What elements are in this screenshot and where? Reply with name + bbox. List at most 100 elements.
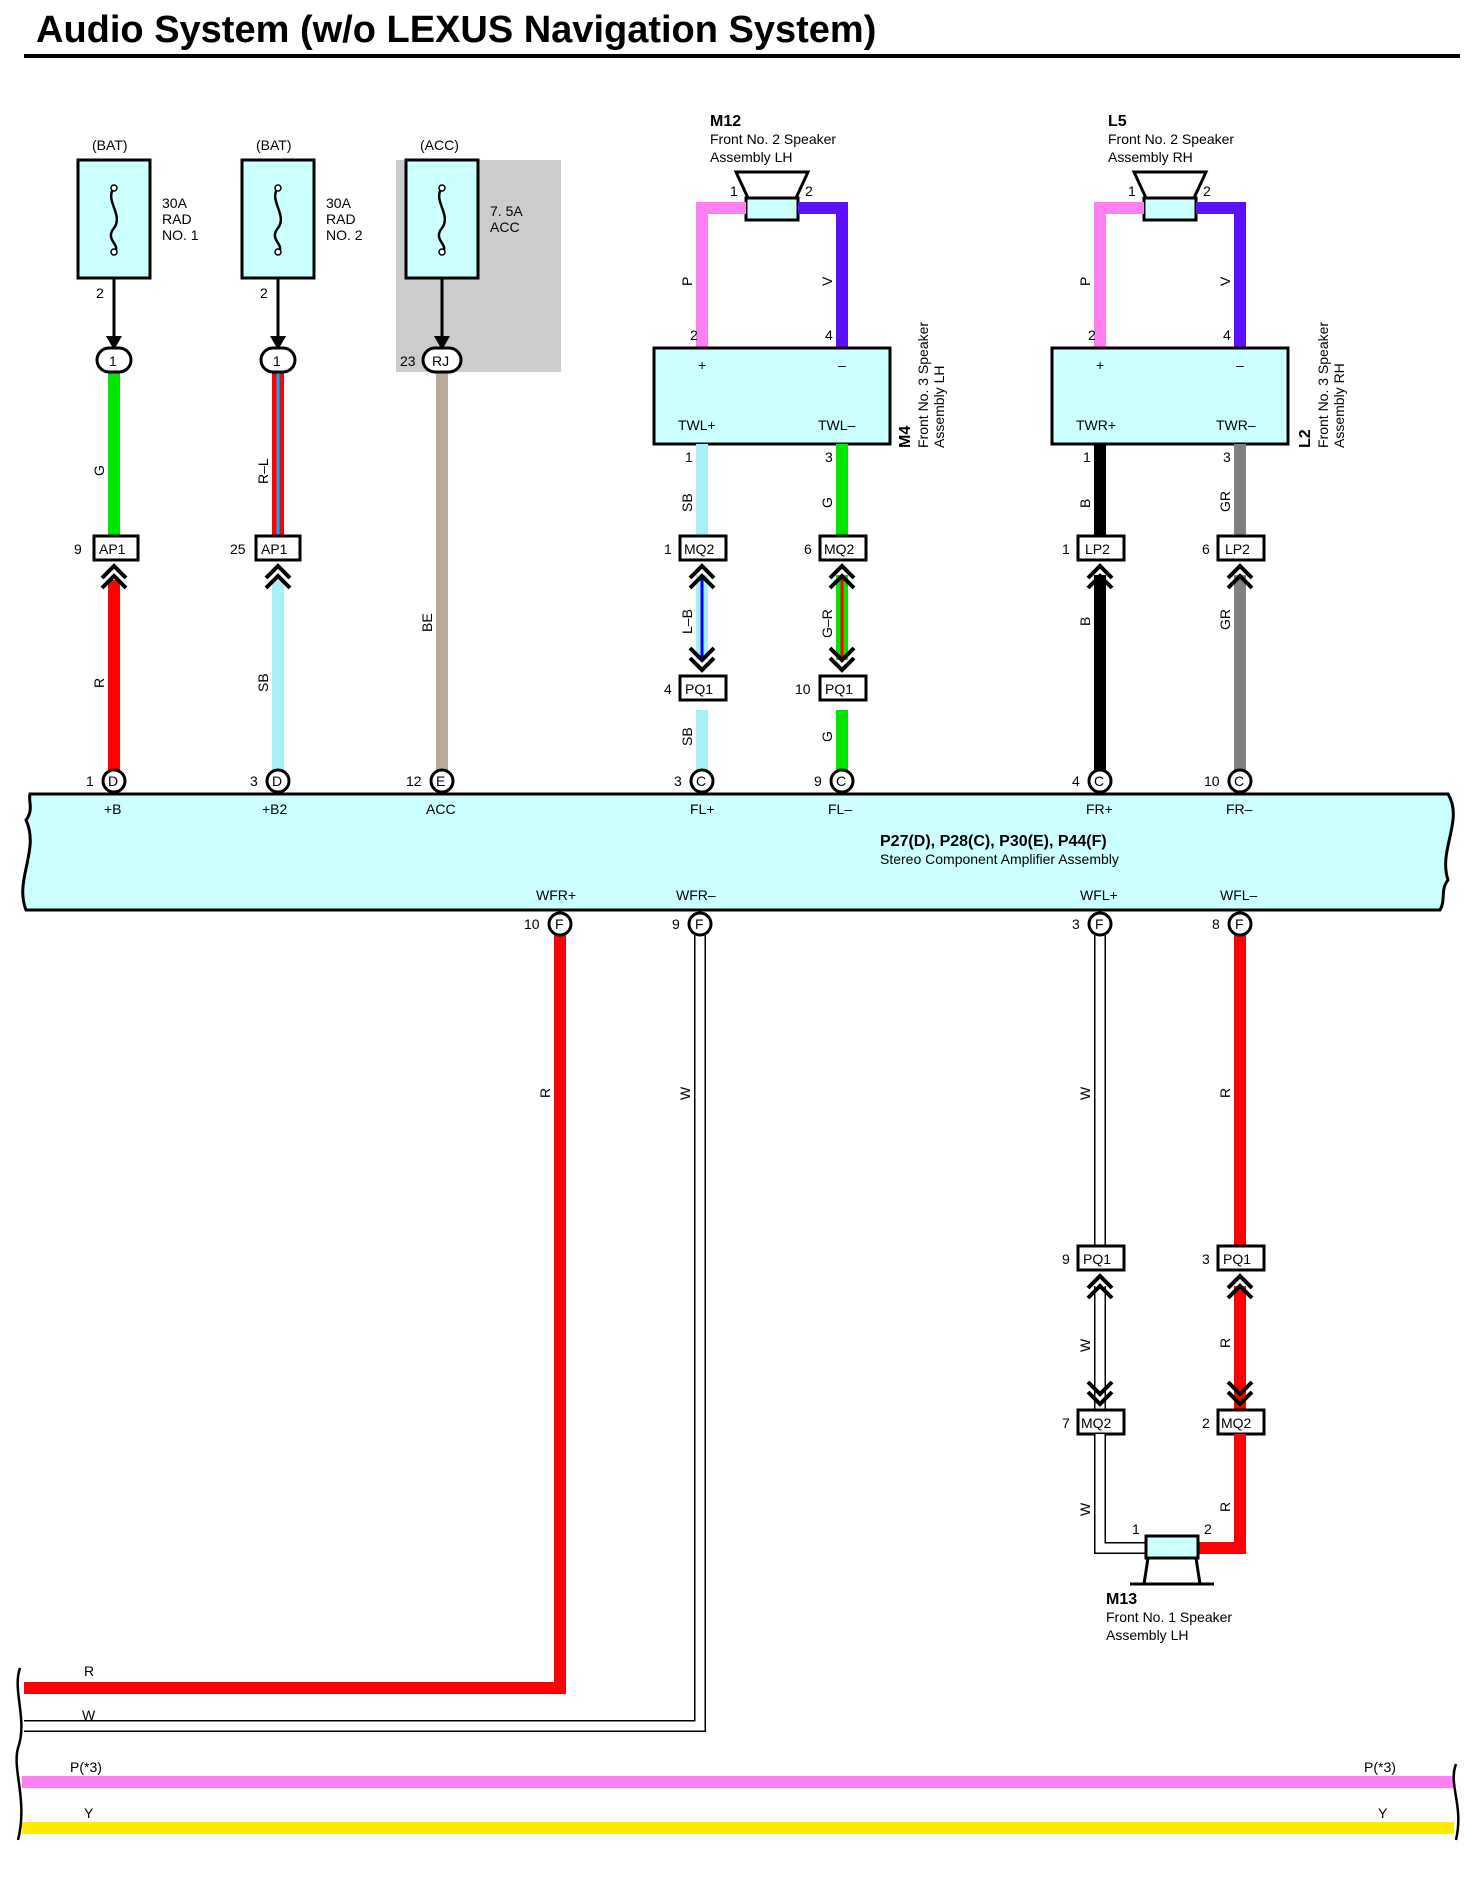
svg-text:MQ2: MQ2 <box>684 541 715 557</box>
svg-text:2: 2 <box>690 327 698 343</box>
svg-text:Front No. 2 Speaker: Front No. 2 Speaker <box>1108 131 1234 147</box>
double-chevron-icon <box>828 563 856 590</box>
svg-text:E: E <box>436 773 445 789</box>
svg-text:BE: BE <box>419 613 435 632</box>
speaker-icon <box>1142 1556 1202 1586</box>
svg-text:(BAT): (BAT) <box>256 137 292 153</box>
svg-text:–: – <box>838 357 846 373</box>
junction-1 <box>259 346 297 374</box>
svg-text:F: F <box>555 916 564 932</box>
svg-text:L5: L5 <box>1108 113 1127 130</box>
svg-text:10: 10 <box>795 681 811 697</box>
double-chevron-icon <box>688 646 716 673</box>
svg-text:23: 23 <box>400 353 416 369</box>
svg-text:1: 1 <box>685 449 693 465</box>
svg-text:G–R: G–R <box>819 609 835 638</box>
svg-text:7. 5A: 7. 5A <box>490 203 523 219</box>
svg-text:RJ: RJ <box>432 353 449 369</box>
svg-text:P(*3): P(*3) <box>1364 1759 1396 1775</box>
svg-text:–: – <box>1236 357 1244 373</box>
svg-text:P: P <box>1077 277 1093 286</box>
svg-text:1: 1 <box>1062 541 1070 557</box>
svg-text:Front No. 3 Speaker: Front No. 3 Speaker <box>1315 322 1331 448</box>
arrow-icon <box>434 336 450 350</box>
connector-pq1 <box>1216 1244 1266 1272</box>
fuse-icon <box>437 187 447 253</box>
svg-text:C: C <box>696 773 706 789</box>
svg-text:V: V <box>1217 276 1233 286</box>
svg-text:3: 3 <box>1202 1251 1210 1267</box>
svg-text:D: D <box>108 773 118 789</box>
svg-text:B: B <box>1077 499 1093 508</box>
svg-text:D: D <box>272 773 282 789</box>
double-chevron-icon <box>1226 563 1254 590</box>
svg-text:25: 25 <box>230 541 246 557</box>
svg-text:PQ1: PQ1 <box>685 681 713 697</box>
connector-mq2 <box>678 534 728 562</box>
amp-top-pins: D 1 +B D 3 +B2 E 12 ACC C 3 FL+ C 9 FL– … <box>86 768 1253 817</box>
double-chevron-icon <box>1086 563 1114 590</box>
amplifier-assembly: P27(D), P28(C), P30(E), P44(F) Stereo Co… <box>21 792 1455 912</box>
svg-text:TWR+: TWR+ <box>1076 417 1116 433</box>
wire-v <box>798 202 848 350</box>
svg-text:+: + <box>698 357 706 373</box>
svg-text:G: G <box>91 465 107 476</box>
svg-text:3: 3 <box>1072 916 1080 932</box>
amp-bottom-pins: WFR+ WFR– WFL+ WFL– <box>536 887 1258 903</box>
svg-text:P27(D), P28(C), P30(E), P44(F): P27(D), P28(C), P30(E), P44(F) <box>880 833 1107 850</box>
svg-text:PQ1: PQ1 <box>825 681 853 697</box>
svg-text:R: R <box>537 1088 553 1098</box>
svg-text:1: 1 <box>1083 449 1091 465</box>
svg-text:(ACC): (ACC) <box>420 137 459 153</box>
wire-r-wfr <box>24 924 566 1694</box>
svg-text:TWL–: TWL– <box>818 417 856 433</box>
svg-text:NO. 2: NO. 2 <box>326 227 363 243</box>
svg-text:GR: GR <box>1217 491 1233 512</box>
connector-ap1 <box>254 534 302 562</box>
svg-text:NO. 1: NO. 1 <box>162 227 199 243</box>
double-chevron-icon <box>828 646 856 673</box>
svg-text:R: R <box>1217 1088 1233 1098</box>
svg-text:Y: Y <box>1378 1805 1388 1821</box>
svg-text:WFR+: WFR+ <box>536 887 576 903</box>
svg-text:MQ2: MQ2 <box>1081 1415 1112 1431</box>
fuse-rad-no2: (BAT) 30A RAD NO. 2 2 <box>240 137 363 301</box>
svg-text:F: F <box>1235 916 1244 932</box>
svg-text:LP2: LP2 <box>1225 541 1250 557</box>
speaker-m13: 1 2 M13 Front No. 1 Speaker Assembly LH <box>1106 1521 1232 1643</box>
svg-text:6: 6 <box>1202 541 1210 557</box>
svg-text:Assembly RH: Assembly RH <box>1108 149 1193 165</box>
page-title: Audio System (w/o LEXUS Navigation Syste… <box>36 9 876 51</box>
svg-text:6: 6 <box>804 541 812 557</box>
svg-text:SB: SB <box>679 493 695 512</box>
svg-text:1: 1 <box>1128 183 1136 199</box>
svg-text:9: 9 <box>1062 1251 1070 1267</box>
svg-text:W: W <box>1077 1502 1093 1516</box>
svg-text:9: 9 <box>672 916 680 932</box>
svg-text:+: + <box>1096 357 1104 373</box>
svg-text:RAD: RAD <box>162 211 192 227</box>
svg-text:1: 1 <box>86 773 94 789</box>
svg-text:+B2: +B2 <box>262 801 288 817</box>
svg-text:Assembly LH: Assembly LH <box>931 366 947 448</box>
speaker-icon <box>733 170 811 200</box>
svg-text:F: F <box>1095 916 1104 932</box>
svg-text:Stereo Component Amplifier Ass: Stereo Component Amplifier Assembly <box>880 851 1119 867</box>
svg-text:Front No. 2 Speaker: Front No. 2 Speaker <box>710 131 836 147</box>
connector-pq1 <box>678 674 728 702</box>
svg-text:9: 9 <box>74 541 82 557</box>
svg-text:W: W <box>1077 1338 1093 1352</box>
svg-text:GR: GR <box>1217 609 1233 630</box>
svg-text:WFL–: WFL– <box>1220 887 1258 903</box>
double-chevron-icon <box>1226 1273 1254 1300</box>
svg-text:+B: +B <box>104 801 122 817</box>
double-chevron-icon <box>1086 1273 1114 1300</box>
wire-w-wfr <box>24 924 705 1731</box>
svg-text:C: C <box>1234 773 1244 789</box>
fuse-icon <box>273 187 283 253</box>
connector-lp2 <box>1076 534 1126 562</box>
speaker-l5: L5 Front No. 2 Speaker Assembly RH 1 2 <box>1108 113 1234 222</box>
svg-text:B: B <box>1077 617 1093 626</box>
fuse-icon <box>109 187 119 253</box>
junction-1 <box>95 346 133 374</box>
